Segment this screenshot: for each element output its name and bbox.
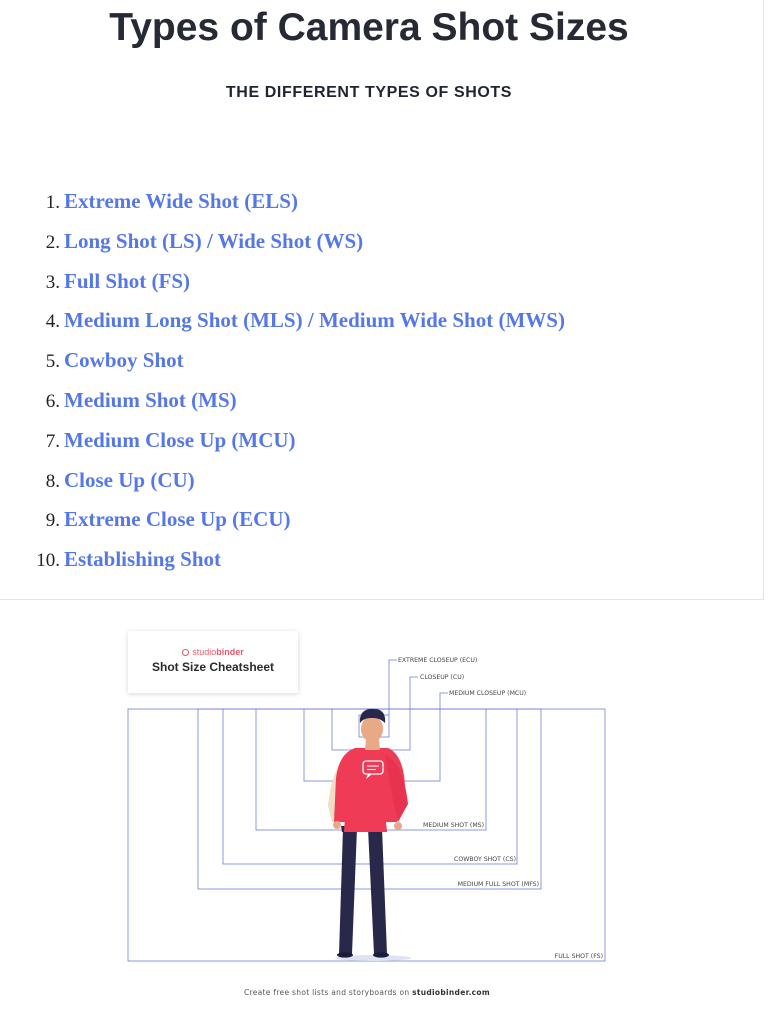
right-leg [368,828,387,954]
shot-link-cu[interactable]: Close Up (CU) [64,467,195,492]
shot-link-mls[interactable]: Medium Long Shot (MLS) / Medium Wide Sho… [64,308,565,333]
ground-shadow [335,955,411,961]
brand-suffix: binder [216,647,244,657]
shot-link-ms[interactable]: Medium Shot (MS) [64,387,237,412]
shot-link-establishing[interactable]: Establishing Shot [64,547,221,572]
label-ecu: EXTREME CLOSEUP (ECU) [398,657,477,664]
shot-link-fs[interactable]: Full Shot (FS) [64,268,191,293]
right-shoe [373,952,389,958]
list-number: 10. [36,550,60,572]
label-ms: MEDIUM SHOT (MS) [423,822,484,829]
left-shoe [337,952,353,958]
shot-link-cowboy[interactable]: Cowboy Shot [64,348,184,373]
leader-mcu [439,692,448,709]
shirt [334,748,405,832]
chat-bubble-icon [362,760,384,775]
neck [365,739,380,750]
footer-note: Create free shot lists and storyboards o… [0,988,734,997]
shot-link-ls[interactable]: Long Shot (LS) / Wide Shot (WS) [64,228,364,253]
list-number: 6. [45,390,60,412]
cheatsheet-title: Shot Size Cheatsheet [151,660,275,674]
brand-prefix: studio [192,647,217,657]
list-number: 2. [45,231,60,253]
list-item: 2.Long Shot (LS) / Wide Shot (WS) [0,222,565,262]
label-cu: CLOSEUP (CU) [420,674,464,681]
list-number: 8. [45,470,60,492]
list-number: 3. [45,271,60,293]
left-leg [339,828,357,954]
list-number: 7. [45,430,60,452]
list-item: 1.Extreme Wide Shot (ELS) [0,182,565,222]
label-mcu: MEDIUM CLOSEUP (MCU) [449,690,526,697]
list-number: 1. [45,192,60,213]
shot-link-ecu[interactable]: Extreme Close Up (ECU) [64,507,291,532]
shot-link-mcu[interactable]: Medium Close Up (MCU) [64,427,296,452]
shot-link-els[interactable]: Extreme Wide Shot (ELS) [64,189,298,213]
list-item: 10.Establishing Shot [0,540,565,580]
list-number: 9. [45,510,60,532]
list-item: 5.Cowboy Shot [0,341,565,381]
leader-cu [409,676,418,709]
page-title: Types of Camera Shot Sizes [109,6,629,49]
list-item: 6.Medium Shot (MS) [0,381,565,421]
list-number: 5. [45,351,60,373]
list-item: 8.Close Up (CU) [0,461,565,501]
cheatsheet-card: studiobinder Shot Size Cheatsheet [128,631,298,693]
person-illustration [328,708,411,961]
footer-prefix: Create free shot lists and storyboards o… [243,988,413,997]
chat-bubble-tail [366,774,372,779]
list-item: 3.Full Shot (FS) [0,262,565,302]
list-item: 9.Extreme Close Up (ECU) [0,500,565,540]
list-item: 4.Medium Long Shot (MLS) / Medium Wide S… [0,301,565,341]
leader-ecu [388,659,397,715]
label-fs: FULL SHOT (FS) [555,953,603,960]
right-hand [394,822,402,830]
label-mfs: MEDIUM FULL SHOT (MFS) [458,881,539,888]
list-number: 4. [45,311,60,333]
right-sleeve [385,755,408,822]
shot-type-list: 1.Extreme Wide Shot (ELS) 2.Long Shot (L… [0,182,565,580]
list-item: 7.Medium Close Up (MCU) [0,421,565,461]
article-panel: Types of Camera Shot Sizes THE DIFFERENT… [0,0,764,600]
footer-site-link[interactable]: studiobinder.com [412,988,490,997]
section-subtitle: THE DIFFERENT TYPES OF SHOTS [225,84,513,101]
face [361,716,383,742]
hair [359,708,386,723]
shot-size-diagram: EXTREME CLOSEUP (ECU) CLOSEUP (CU) MEDIU… [127,657,606,962]
brand-logo: studiobinder [128,647,298,657]
label-cs: COWBOY SHOT (CS) [454,856,516,863]
shot-labels: EXTREME CLOSEUP (ECU) CLOSEUP (CU) MEDIU… [398,657,603,960]
brand-icon [182,649,190,656]
left-hand [333,821,341,829]
